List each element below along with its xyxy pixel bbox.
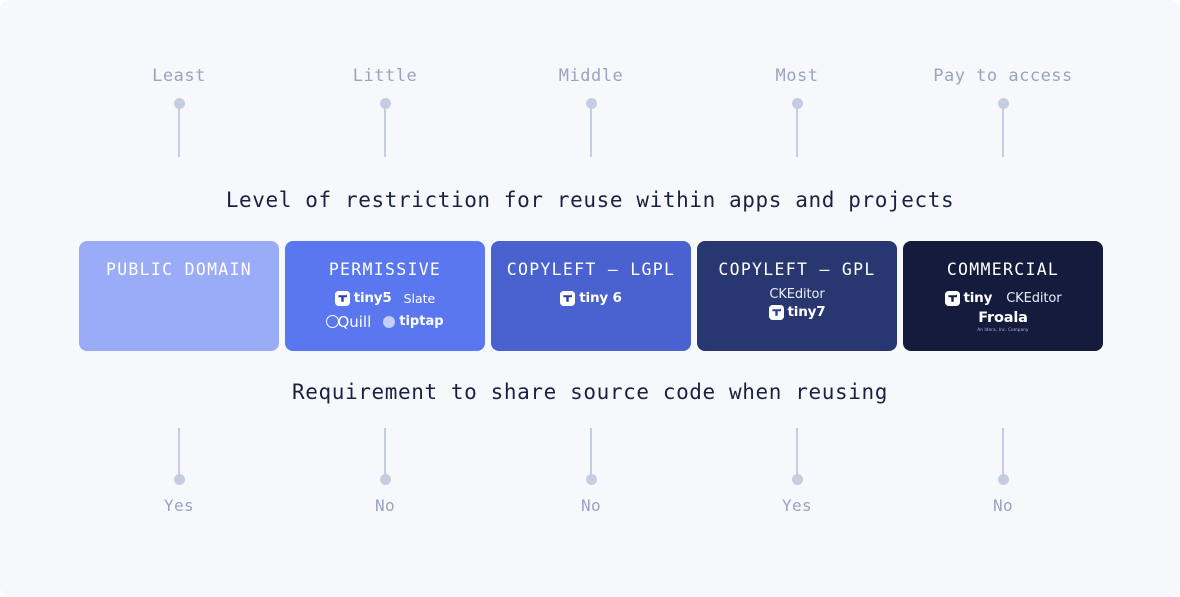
brand-label: tiny 6 xyxy=(579,290,622,306)
brand-tiptap: tiptap xyxy=(383,313,444,329)
card-logos: tiny5 Slate Quill tiptap xyxy=(326,289,444,331)
brand-label: tiny7 xyxy=(787,304,826,320)
scale-dot-icon xyxy=(379,474,391,485)
scale-stem-icon xyxy=(590,428,592,474)
scale-stem-icon xyxy=(1002,428,1004,474)
scale-dot-icon xyxy=(173,98,185,109)
card-title: COMMERCIAL xyxy=(946,260,1060,279)
brand-tagline: An Idera, Inc. Company xyxy=(977,326,1029,332)
brand-label: Froala xyxy=(978,309,1028,326)
scale-dot-icon xyxy=(585,474,597,485)
logo-row: tiny7 xyxy=(768,303,826,322)
logo-row: tiny CKEditor xyxy=(944,289,1062,308)
top-scale-label: Little xyxy=(352,66,418,86)
card-title: PUBLIC DOMAIN xyxy=(105,260,253,279)
scale-stem-icon xyxy=(178,428,180,474)
top-scale-label: Pay to access xyxy=(933,66,1073,86)
logo-row: Froala An Idera, Inc. Company xyxy=(977,309,1029,332)
card-logos: tiny CKEditor Froala An Idera, Inc. Comp… xyxy=(944,289,1062,332)
scale-dot-icon xyxy=(997,474,1009,485)
card-title: COPYLEFT — LGPL xyxy=(506,260,676,279)
logo-row: CKEditor xyxy=(769,286,824,302)
top-scale-item: Little xyxy=(285,66,485,157)
brand-tiny: tiny xyxy=(944,290,993,306)
bottom-scale-item: Yes xyxy=(79,428,279,516)
brand-quill: Quill xyxy=(326,314,371,330)
brand-label: tiny xyxy=(963,290,993,306)
license-category-cards: PUBLIC DOMAIN PERMISSIVE tiny5 xyxy=(79,241,1103,351)
logo-row: Quill tiptap xyxy=(326,312,444,331)
logo-row: tiny 6 xyxy=(560,289,622,308)
top-scale-item: Most xyxy=(697,66,897,157)
logo-row: tiny5 Slate xyxy=(334,289,436,308)
card-copyleft-lgpl[interactable]: COPYLEFT — LGPL tiny 6 xyxy=(491,241,691,351)
bottom-scale-item: No xyxy=(285,428,485,516)
bottom-scale-label: No xyxy=(580,496,602,515)
card-title: PERMISSIVE xyxy=(328,260,442,279)
bottom-scale-label: No xyxy=(374,496,396,515)
top-scale-label: Least xyxy=(152,66,206,86)
top-scale-item: Least xyxy=(79,66,279,157)
scale-stem-icon xyxy=(796,428,798,474)
bottom-scale-item: No xyxy=(491,428,691,516)
tiny-logo-icon xyxy=(768,305,784,320)
tiny-logo-icon xyxy=(944,291,960,306)
top-scale-label: Middle xyxy=(558,66,624,86)
bottom-scale-item: No xyxy=(903,428,1103,516)
card-logos: CKEditor tiny7 xyxy=(768,286,826,322)
card-public-domain[interactable]: PUBLIC DOMAIN xyxy=(79,241,279,351)
brand-ckeditor: CKEditor xyxy=(769,286,825,302)
card-logos: tiny 6 xyxy=(560,289,622,308)
top-scale-label: Most xyxy=(775,66,819,86)
bottom-scale: Yes No No Yes No xyxy=(79,428,1103,516)
top-scale-item: Pay to access xyxy=(903,66,1103,157)
card-copyleft-gpl[interactable]: COPYLEFT — GPL CKEditor ti xyxy=(697,241,897,351)
brand-tiny6: tiny 6 xyxy=(560,290,622,306)
quill-ring-icon xyxy=(326,314,340,328)
tiny-logo-icon xyxy=(334,291,350,306)
scale-stem-icon xyxy=(384,109,386,157)
brand-slate: Slate xyxy=(403,291,436,306)
heading-share-source-code: Requirement to share source code when re… xyxy=(292,380,888,404)
brand-tiny5: tiny5 xyxy=(334,290,392,306)
card-permissive[interactable]: PERMISSIVE tiny5 Slate xyxy=(285,241,485,351)
bottom-scale-label: Yes xyxy=(163,496,195,515)
tiny-logo-icon xyxy=(560,291,576,306)
scale-dot-icon xyxy=(997,98,1009,109)
bottom-scale-item: Yes xyxy=(697,428,897,516)
scale-dot-icon xyxy=(791,474,803,485)
bottom-scale-label: No xyxy=(992,496,1014,515)
scale-dot-icon xyxy=(791,98,803,109)
scale-stem-icon xyxy=(1002,109,1004,157)
brand-label: tiny5 xyxy=(353,290,392,306)
scale-stem-icon xyxy=(384,428,386,474)
heading-restriction-level: Level of restriction for reuse within ap… xyxy=(225,188,955,212)
scale-dot-icon xyxy=(379,98,391,109)
brand-label: Quill xyxy=(337,312,372,331)
brand-label: tiptap xyxy=(399,313,444,329)
brand-tiny7: tiny7 xyxy=(768,304,826,320)
scale-dot-icon xyxy=(173,474,185,485)
scale-dot-icon xyxy=(585,98,597,109)
scale-stem-icon xyxy=(590,109,592,157)
brand-ckeditor: CKEditor xyxy=(1006,291,1062,306)
bottom-scale-label: Yes xyxy=(781,496,813,515)
scale-stem-icon xyxy=(178,109,180,157)
scale-stem-icon xyxy=(796,109,798,157)
card-commercial[interactable]: COMMERCIAL tiny CKEditor xyxy=(903,241,1103,351)
brand-froala: Froala An Idera, Inc. Company xyxy=(977,309,1029,332)
card-title: COPYLEFT — GPL xyxy=(718,260,876,279)
tiptap-logo-icon xyxy=(383,315,396,328)
top-scale: Least Little Middle Most Pay to access xyxy=(79,66,1103,157)
top-scale-item: Middle xyxy=(491,66,691,157)
